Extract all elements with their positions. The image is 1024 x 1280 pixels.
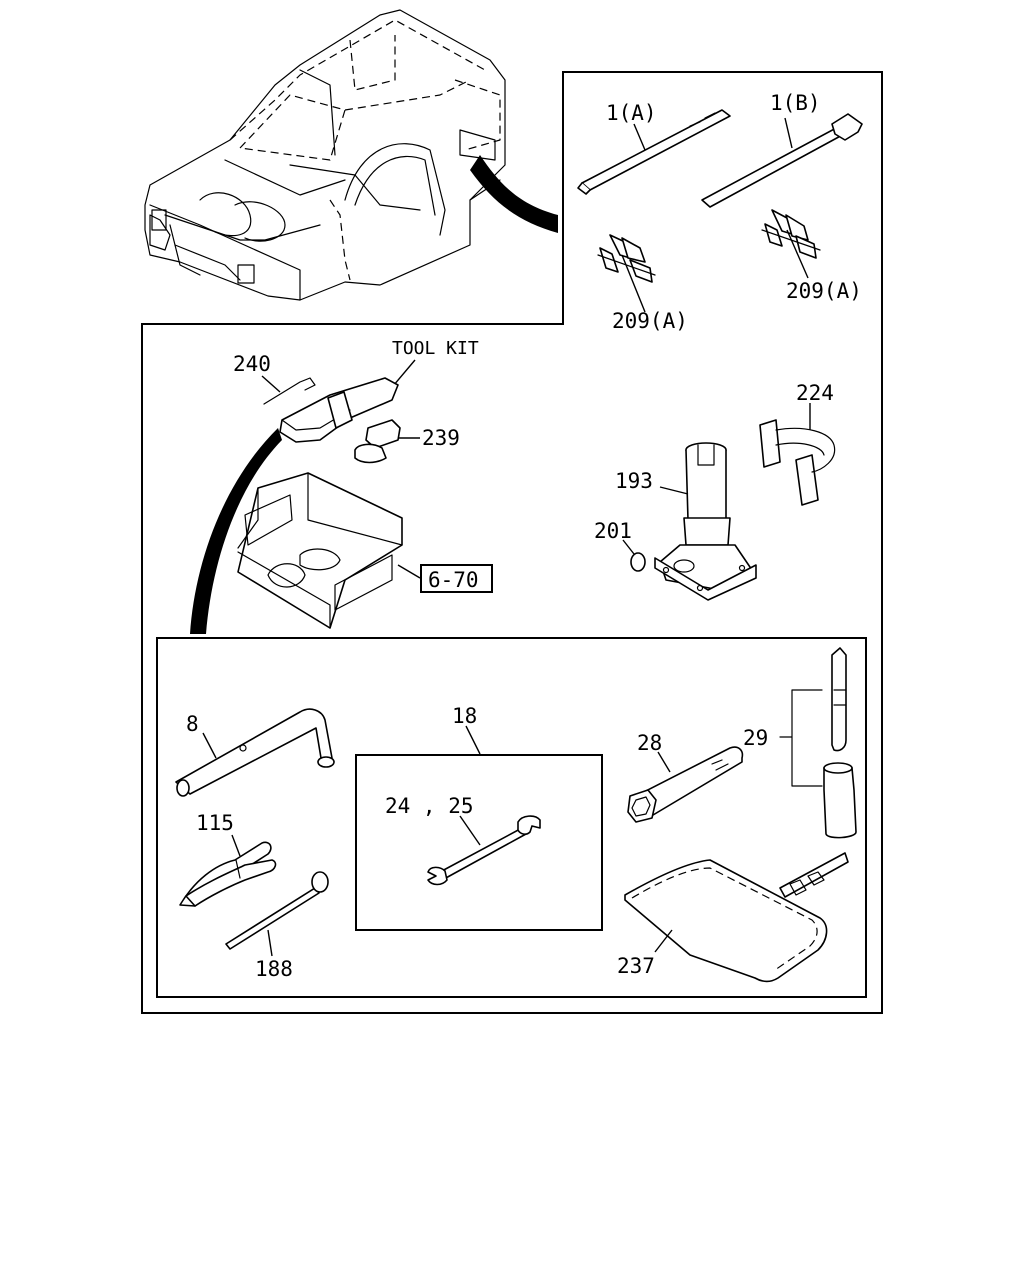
part-237-tool-bag <box>624 852 849 983</box>
callout-240: 240 <box>233 352 271 376</box>
part-240-wire <box>261 375 316 405</box>
callout-201: 201 <box>594 519 632 543</box>
tool-kit-bag <box>279 377 399 443</box>
callout-224: 224 <box>796 381 834 405</box>
callout-tool-kit: TOOL KIT <box>392 338 479 359</box>
part-188-rod <box>225 871 329 957</box>
callout-28: 28 <box>637 731 662 755</box>
part-193-jack <box>654 442 757 601</box>
storage-tray <box>237 472 421 629</box>
part-8-wheel-wrench <box>175 708 335 797</box>
callout-18: 18 <box>452 704 477 728</box>
callout-band-vehicle <box>470 155 558 233</box>
outer-frame <box>141 71 883 1014</box>
callout-193: 193 <box>615 469 653 493</box>
part-1b-handle <box>701 113 863 208</box>
vehicle-body-illustration <box>144 9 506 301</box>
part-24-25-wrench <box>427 815 541 886</box>
part-1a-handle <box>577 109 731 195</box>
callout-24-25: 24 , 25 <box>385 794 474 818</box>
callout-237: 237 <box>617 954 655 978</box>
part-28-box-wrench <box>627 746 744 823</box>
callout-115: 115 <box>196 811 234 835</box>
wrench-subframe <box>355 754 603 931</box>
callout-209a-right: 209(A) <box>786 279 862 303</box>
callout-band-toolkit <box>190 428 282 634</box>
part-209a-clip-left <box>597 234 656 313</box>
part-201-o-ring <box>622 539 646 572</box>
callout-209a-left: 209(A) <box>612 309 688 333</box>
leader-18 <box>465 725 481 755</box>
ref-box-6-70 <box>420 564 493 593</box>
callout-29: 29 <box>743 726 768 750</box>
callout-6-70: 6-70 <box>428 568 479 592</box>
callout-1b: 1(B) <box>770 91 821 115</box>
callout-1a: 1(A) <box>606 101 657 125</box>
inner-tools-frame <box>156 637 867 998</box>
part-29-screwdriver <box>779 647 857 839</box>
callout-239: 239 <box>422 426 460 450</box>
part-224-strap <box>759 403 836 506</box>
part-115-pliers <box>179 834 277 907</box>
part-209a-clip-right <box>761 209 821 279</box>
callout-188: 188 <box>255 957 293 981</box>
callout-8: 8 <box>186 712 199 736</box>
part-239-clamp <box>354 419 420 464</box>
